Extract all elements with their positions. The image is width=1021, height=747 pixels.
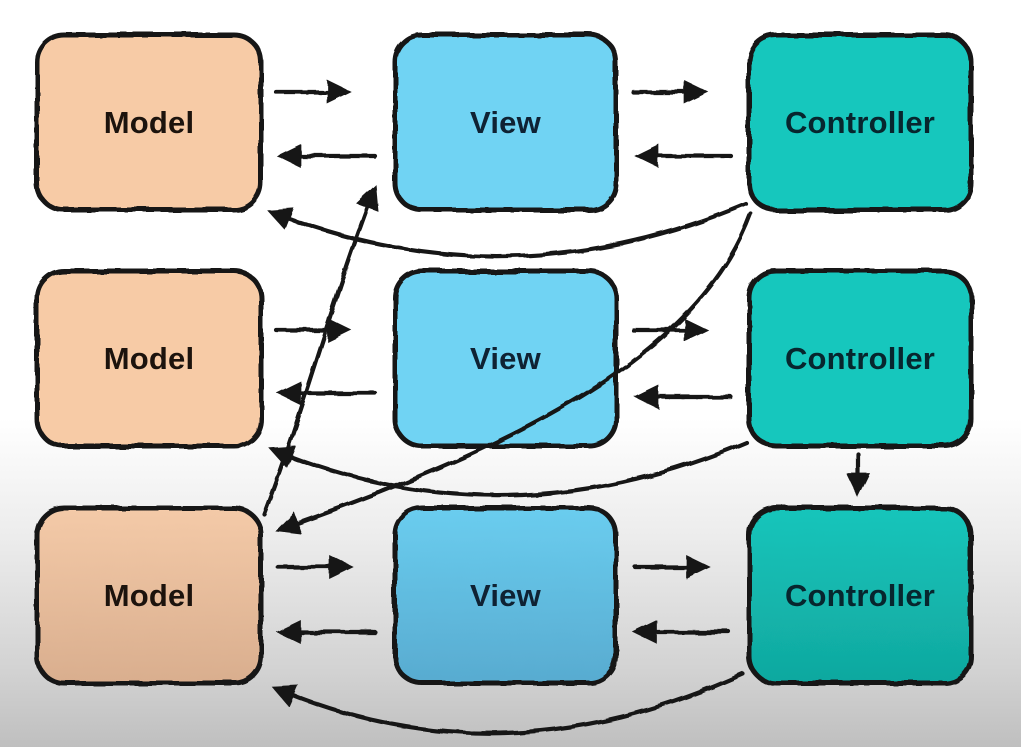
controller-box-row3 [746, 505, 974, 686]
view-box-row2 [392, 268, 619, 449]
controller3-to-model3-curve-arrow [270, 671, 746, 736]
model-box-row1 [34, 32, 264, 213]
view-box-row3 [392, 505, 619, 686]
controller-box-row1 [746, 32, 974, 213]
model-box-row3 [34, 505, 264, 686]
controller1-to-model3-diagonal-arrow [274, 211, 754, 535]
view-box-row1 [392, 32, 619, 213]
controller2-to-model2-curve-arrow [268, 439, 749, 498]
model-box-row2 [34, 268, 264, 449]
controller-box-row2 [746, 268, 974, 449]
controller1-to-model1-curve-arrow [266, 201, 749, 259]
model3-to-view1-diagonal-arrow [261, 184, 379, 517]
